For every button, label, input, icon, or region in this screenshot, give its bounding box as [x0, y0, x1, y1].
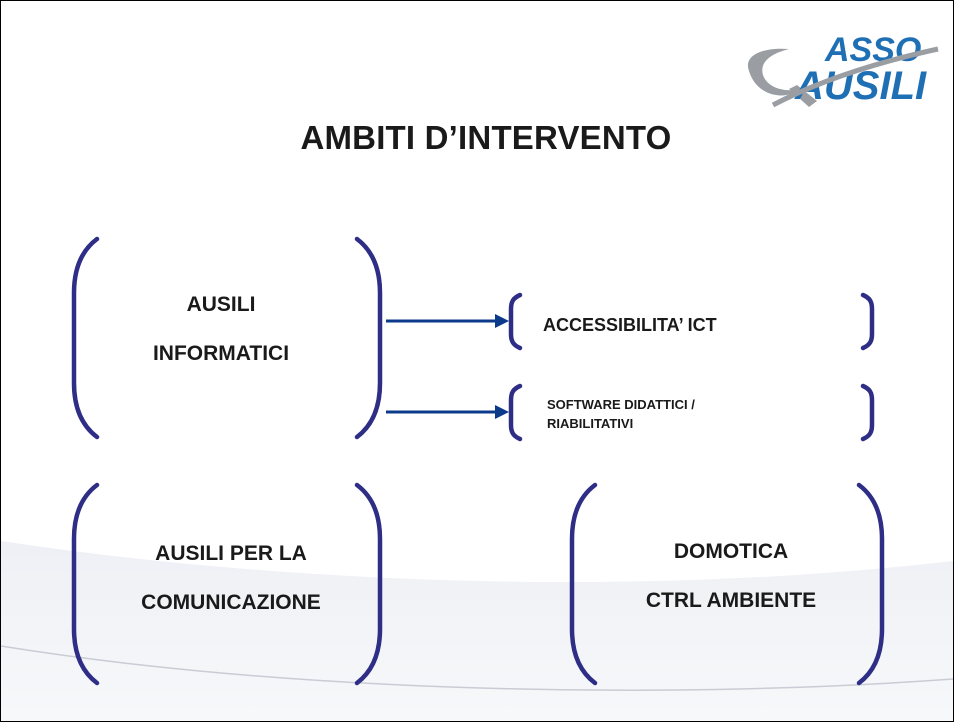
domotica-label-line1: DOMOTICA	[673, 540, 789, 563]
domotica-label-line2: CTRL AMBIENTE	[645, 589, 817, 612]
brace-informatici-left	[71, 236, 100, 440]
logo-text-asso: ASSO	[824, 31, 921, 69]
brace-domotica-left	[569, 482, 598, 686]
slide-title: AMBITI D’INTERVENTO	[300, 119, 672, 156]
comunicazione-label-line1: AUSILI PER LA	[155, 542, 307, 565]
brace-software-left	[508, 383, 523, 442]
assoausili-logo: ASSO AUSILI	[747, 31, 939, 108]
brace-software-right	[860, 383, 875, 442]
brace-accessibilita-right	[860, 292, 875, 351]
informatici-label-line2: INFORMATICI	[152, 342, 290, 365]
software-label-line1: SOFTWARE DIDATTICI /	[547, 397, 695, 412]
comunicazione-label-line2: COMUNICAZIONE	[141, 591, 321, 614]
brace-comunicazione-right	[354, 482, 383, 686]
brace-comunicazione-left	[71, 482, 100, 686]
informatici-label-line1: AUSILI	[186, 293, 256, 316]
brace-domotica-right	[856, 482, 885, 686]
arrowhead-accessibilita	[495, 314, 509, 328]
brace-accessibilita-left	[508, 292, 523, 351]
accessibilita-label: ACCESSIBILITA’ ICT	[543, 315, 717, 335]
brace-informatici-right	[354, 236, 383, 440]
arrowhead-software	[495, 405, 509, 419]
software-label-line2: RIABILITATIVI	[547, 416, 634, 431]
